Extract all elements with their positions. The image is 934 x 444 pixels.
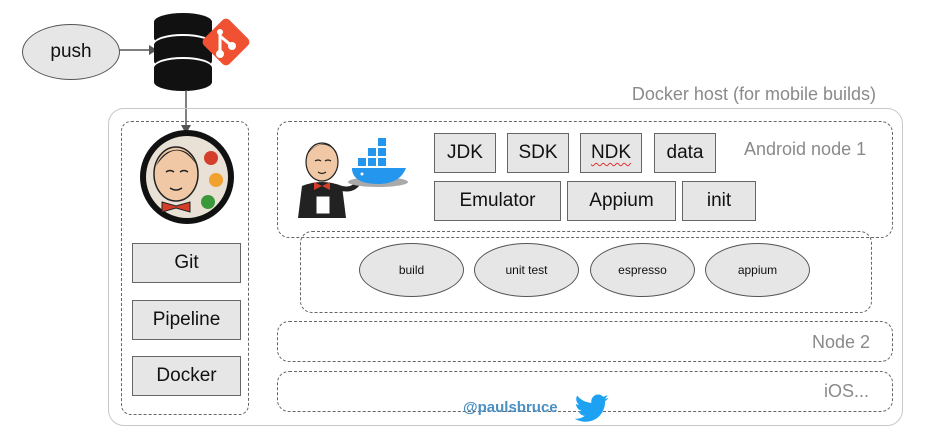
android-node-box: [277, 121, 893, 238]
stage-build: build: [359, 243, 464, 297]
android-node-label: Android node 1: [744, 139, 867, 159]
data-label: data: [666, 142, 704, 163]
pipeline-box: Pipeline: [132, 300, 241, 340]
data-box: data: [654, 133, 716, 173]
ios-label: iOS...: [824, 381, 870, 401]
ndk-label: NDK: [590, 142, 632, 163]
stage-espresso: espresso: [590, 243, 695, 297]
git-box: Git: [132, 243, 241, 283]
twitter-bird-icon: [574, 394, 609, 422]
docker-host-container: [108, 108, 903, 426]
appium-box: Appium: [567, 181, 676, 221]
jenkins-master-column: [121, 121, 249, 415]
stage-unit-test-label: unit test: [505, 263, 548, 277]
jdk-label: JDK: [447, 142, 483, 163]
emulator-box: Emulator: [434, 181, 561, 221]
docker-host-label: Docker host (for mobile builds): [631, 84, 876, 104]
jenkins-docker-icon: [298, 138, 408, 218]
stage-appium-label: appium: [737, 263, 778, 277]
init-box: init: [682, 181, 756, 221]
stage-appium: appium: [705, 243, 810, 297]
sdk-box: SDK: [507, 133, 569, 173]
pipeline-box-label: Pipeline: [152, 309, 221, 330]
database-icon: [154, 13, 212, 91]
sdk-label: SDK: [518, 142, 558, 163]
node2-label: Node 2: [812, 332, 871, 352]
node2-box: [277, 321, 893, 362]
emulator-label: Emulator: [459, 190, 536, 211]
jdk-box: JDK: [434, 133, 496, 173]
stage-build-label: build: [398, 263, 425, 277]
docker-box: Docker: [132, 356, 241, 396]
push-label: push: [50, 41, 92, 62]
init-label: init: [706, 190, 732, 211]
jenkins-logo-icon: [140, 130, 234, 224]
push-node: push: [22, 24, 120, 80]
pipeline-stages-box: [300, 231, 872, 313]
twitter-handle: @paulsbruce: [463, 399, 558, 416]
ndk-box: NDK: [580, 133, 642, 173]
git-box-label: Git: [174, 252, 199, 273]
stage-unit-test: unit test: [474, 243, 579, 297]
push-arrow: [119, 45, 157, 55]
stage-espresso-label: espresso: [618, 263, 667, 277]
docker-box-label: Docker: [156, 365, 217, 386]
appium-label: Appium: [589, 190, 654, 211]
git-icon: [202, 18, 250, 66]
